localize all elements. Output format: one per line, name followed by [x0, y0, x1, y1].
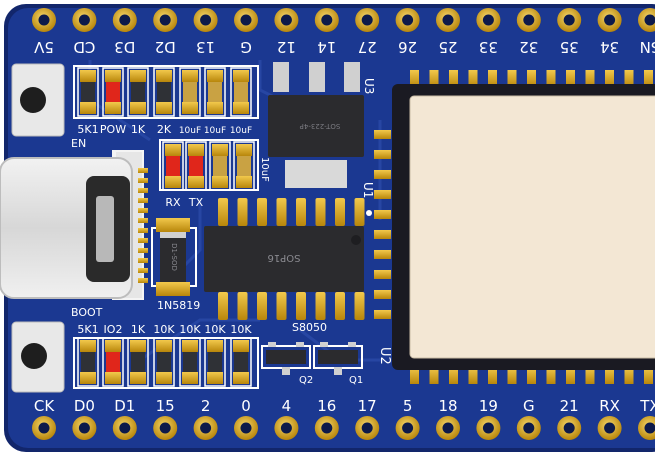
bottom-pin-label: 16: [317, 397, 336, 415]
u3-label: U3: [362, 78, 376, 94]
top-pin-label: 33: [479, 38, 498, 56]
top-pin-pad: [598, 8, 622, 32]
bottom-pin-pad: [598, 416, 622, 440]
top-pin-label: 34: [600, 38, 619, 56]
bottom-pin-label: 5: [403, 397, 413, 415]
bottom-pin-pad: [436, 416, 460, 440]
top-pin-label: 14: [317, 38, 336, 56]
bottom-pin-label: RX: [599, 397, 620, 415]
top-pin-label: 26: [398, 38, 417, 56]
top-pin-pad: [194, 8, 218, 32]
row1-label: POW: [100, 123, 126, 136]
bottom-pin-label: G: [523, 397, 535, 415]
top-pin-label: 25: [438, 38, 457, 56]
top-pin-pad: [72, 8, 96, 32]
bottom-pin-label: 15: [156, 397, 175, 415]
u2-label: U2: [377, 347, 392, 365]
module-can: [410, 96, 655, 358]
bottom-pin-pad: [355, 416, 379, 440]
bottom-pin-label: 0: [241, 397, 251, 415]
bottom-pin-label: D0: [74, 397, 95, 415]
row3-label: 10K: [179, 323, 201, 336]
row1-label: 1K: [131, 123, 146, 136]
bottom-pin-label: 4: [282, 397, 292, 415]
top-pin-label: CD: [73, 38, 95, 56]
row1-label: 2K: [157, 123, 172, 136]
top-pin-label: 12: [277, 38, 296, 56]
row3-label: 10K: [153, 323, 175, 336]
row1-label: 10uF: [230, 126, 252, 136]
transistor-type-label: S8050: [292, 321, 327, 334]
top-pin-pad: [315, 8, 339, 32]
top-pin-label: D3: [114, 38, 135, 56]
row2-cap-label: 10uF: [259, 157, 270, 182]
bottom-pin-pad: [113, 416, 137, 440]
bottom-pin-pad: [517, 416, 541, 440]
bottom-pin-label: 21: [560, 397, 579, 415]
diode-label: 1N5819: [157, 299, 200, 312]
svg-text:D1-SOD: D1-SOD: [170, 243, 178, 271]
top-pin-label: 32: [519, 38, 538, 56]
top-pin-label: G: [240, 38, 252, 56]
row3-label: 1K: [131, 323, 146, 336]
top-pin-pad: [234, 8, 258, 32]
u1-label: U1: [361, 182, 375, 198]
top-pin-label: 35: [560, 38, 579, 56]
top-pin-pad: [113, 8, 137, 32]
top-pin-pad: [557, 8, 581, 32]
boot-label: BOOT: [71, 306, 103, 319]
top-pin-label: 27: [358, 38, 377, 56]
row2-label: RX: [165, 196, 181, 209]
row3-label: IO2: [104, 323, 123, 336]
bottom-pin-label: 2: [201, 397, 211, 415]
row1-label: 10uF: [179, 126, 201, 136]
row1-label: 5K1: [77, 123, 98, 136]
bottom-pin-pad: [557, 416, 581, 440]
bottom-pin-label: D1: [114, 397, 135, 415]
bottom-pin-pad: [476, 416, 500, 440]
top-pin-label: SN: [640, 38, 655, 56]
bottom-pin-pad: [32, 416, 56, 440]
top-pin-pad: [153, 8, 177, 32]
top-pin-pad: [355, 8, 379, 32]
bottom-pin-pad: [153, 416, 177, 440]
top-pin-pad: [32, 8, 56, 32]
row3-label: 5K1: [77, 323, 98, 336]
q1-label: Q1: [349, 375, 363, 386]
bottom-pin-label: 18: [438, 397, 457, 415]
top-pin-pad: [396, 8, 420, 32]
bottom-pin-label: CK: [34, 397, 55, 415]
q2-label: Q2: [299, 375, 313, 386]
bottom-pin-pad: [234, 416, 258, 440]
usb-c-connector: [0, 150, 148, 300]
top-pin-label: D2: [155, 38, 176, 56]
row1-label: 10uF: [204, 126, 226, 136]
en-label: EN: [71, 137, 86, 150]
row3-label: 10K: [230, 323, 252, 336]
bottom-pin-pad: [315, 416, 339, 440]
esp32-module: [374, 70, 655, 386]
bottom-pin-pad: [274, 416, 298, 440]
bottom-pin-pad: [396, 416, 420, 440]
top-pin-pad: [436, 8, 460, 32]
top-pin-label: 5V: [33, 38, 54, 56]
row2-label: TX: [188, 196, 204, 209]
top-pin-pad: [476, 8, 500, 32]
top-pin-pad: [517, 8, 541, 32]
svg-text:SOP16: SOP16: [268, 252, 301, 263]
bottom-pin-label: TX: [639, 397, 655, 415]
bottom-pin-pad: [194, 416, 218, 440]
svg-text:SOT-223-4P: SOT-223-4P: [300, 122, 341, 130]
top-pin-label: 13: [196, 38, 215, 56]
row3-label: 10K: [204, 323, 226, 336]
bottom-pin-pad: [72, 416, 96, 440]
bottom-pin-label: 17: [358, 397, 377, 415]
top-pin-pad: [274, 8, 298, 32]
bottom-pin-label: 19: [479, 397, 498, 415]
